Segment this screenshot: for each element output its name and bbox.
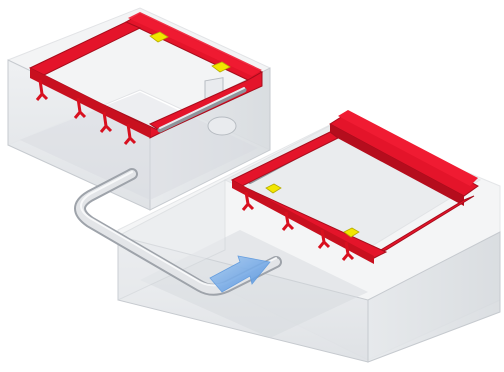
left-tank-outlet xyxy=(208,117,236,135)
